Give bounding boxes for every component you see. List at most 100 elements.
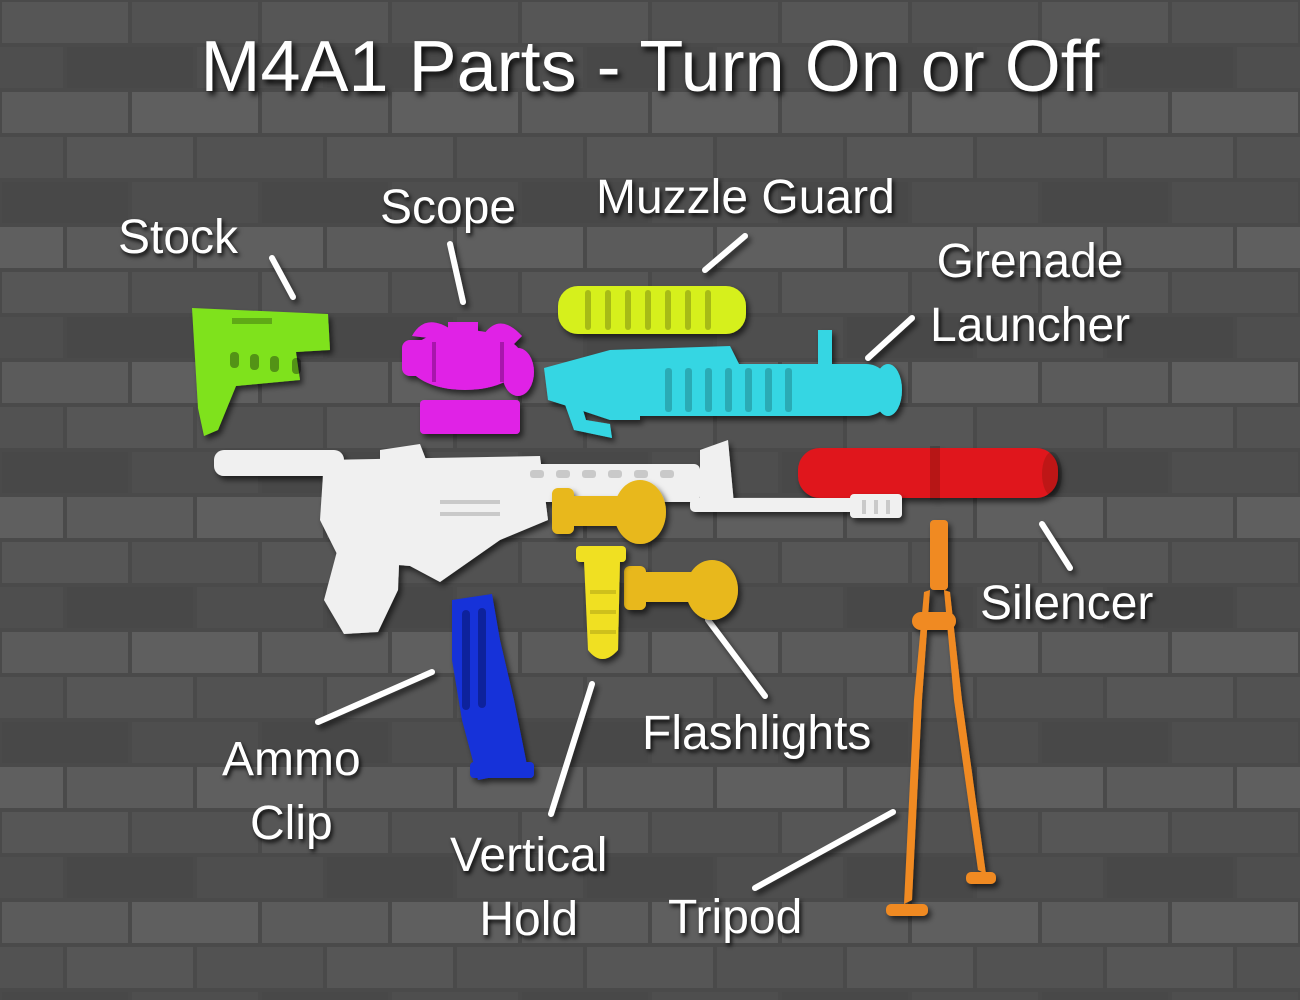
brick: [1237, 407, 1300, 448]
brick: [912, 362, 1038, 403]
brick: [0, 317, 63, 358]
brick: [977, 767, 1103, 808]
brick: [0, 47, 63, 88]
tripod-callout-line: [752, 809, 896, 891]
brick: [782, 92, 908, 133]
brick: [1172, 92, 1298, 133]
brick: [1042, 452, 1168, 493]
brick: [1172, 902, 1298, 943]
brick: [717, 947, 843, 988]
brick: [67, 317, 193, 358]
brick: [977, 947, 1103, 988]
brick: [132, 902, 258, 943]
brick: [67, 137, 193, 178]
brick: [587, 767, 713, 808]
flashlights-label: Flashlights: [642, 702, 871, 766]
brick: [522, 992, 648, 1000]
brick: [132, 2, 258, 43]
brick: [977, 407, 1103, 448]
brick: [2, 902, 128, 943]
muzzle-guard-label: Muzzle Guard: [596, 166, 895, 230]
tripod-label: Tripod: [668, 886, 802, 950]
ammo-clip-label: Ammo Clip: [222, 728, 361, 856]
brick: [262, 632, 388, 673]
brick: [717, 227, 843, 268]
flashlights-part: [552, 480, 738, 620]
brick: [457, 227, 583, 268]
brick: [1107, 947, 1233, 988]
brick: [327, 947, 453, 988]
brick: [2, 722, 128, 763]
brick: [782, 722, 908, 763]
brick: [1042, 902, 1168, 943]
brick: [197, 137, 323, 178]
brick: [1042, 272, 1168, 313]
brick: [67, 587, 193, 628]
flashlights-callout-line: [705, 617, 768, 699]
brick: [392, 2, 518, 43]
brick: [197, 857, 323, 898]
brick: [652, 902, 778, 943]
brick: [1107, 407, 1233, 448]
brick: [1107, 497, 1233, 538]
brick: [392, 182, 518, 223]
brick: [1172, 542, 1298, 583]
brick: [1237, 47, 1300, 88]
brick: [977, 587, 1103, 628]
scope-callout-line: [447, 241, 466, 305]
brick: [457, 137, 583, 178]
brick: [1237, 947, 1300, 988]
silencer-label: Silencer: [980, 572, 1153, 636]
brick: [0, 857, 63, 898]
brick: [132, 182, 258, 223]
brick: [457, 857, 583, 898]
brick: [2, 272, 128, 313]
brick: [1042, 92, 1168, 133]
brick: [587, 947, 713, 988]
brick: [717, 47, 843, 88]
brick: [67, 767, 193, 808]
brick: [1172, 632, 1298, 673]
stock-callout-line: [269, 255, 296, 300]
silencer-part: [798, 446, 1062, 500]
brick: [197, 227, 323, 268]
brick: [392, 902, 518, 943]
grenade-launcher-label-line1: Grenade: [936, 235, 1124, 288]
brick: [67, 47, 193, 88]
brick: [132, 272, 258, 313]
brick: [262, 812, 388, 853]
brick: [977, 857, 1103, 898]
brick: [0, 497, 63, 538]
silencer-label-text: Silencer: [980, 577, 1154, 630]
grenade-launcher-callout-line: [865, 315, 915, 361]
scope-label: Scope: [380, 176, 516, 240]
brick: [1107, 137, 1233, 178]
stock-label: Stock: [118, 206, 238, 270]
vertical-hold-label: Vertical Hold: [450, 824, 607, 952]
brick: [522, 182, 648, 223]
brick: [197, 587, 323, 628]
brick: [652, 812, 778, 853]
vertical-hold-label-line2: Hold: [479, 893, 579, 946]
ammo-clip-label-line1: Ammo: [222, 733, 361, 786]
ammo-clip-part: [452, 594, 534, 780]
vertical-hold-callout-line: [548, 681, 595, 817]
brick: [1172, 722, 1298, 763]
brick: [977, 227, 1103, 268]
brick: [1107, 677, 1233, 718]
scope-part: [402, 322, 534, 434]
brick: [197, 497, 323, 538]
brick: [1237, 857, 1300, 898]
brick: [652, 92, 778, 133]
brick: [1237, 317, 1300, 358]
brick: [0, 407, 63, 448]
callout-lines: [269, 233, 1073, 891]
brick: [1107, 227, 1233, 268]
brick: [587, 227, 713, 268]
brick: [652, 2, 778, 43]
brick: [457, 947, 583, 988]
brick: [912, 722, 1038, 763]
brick: [132, 632, 258, 673]
